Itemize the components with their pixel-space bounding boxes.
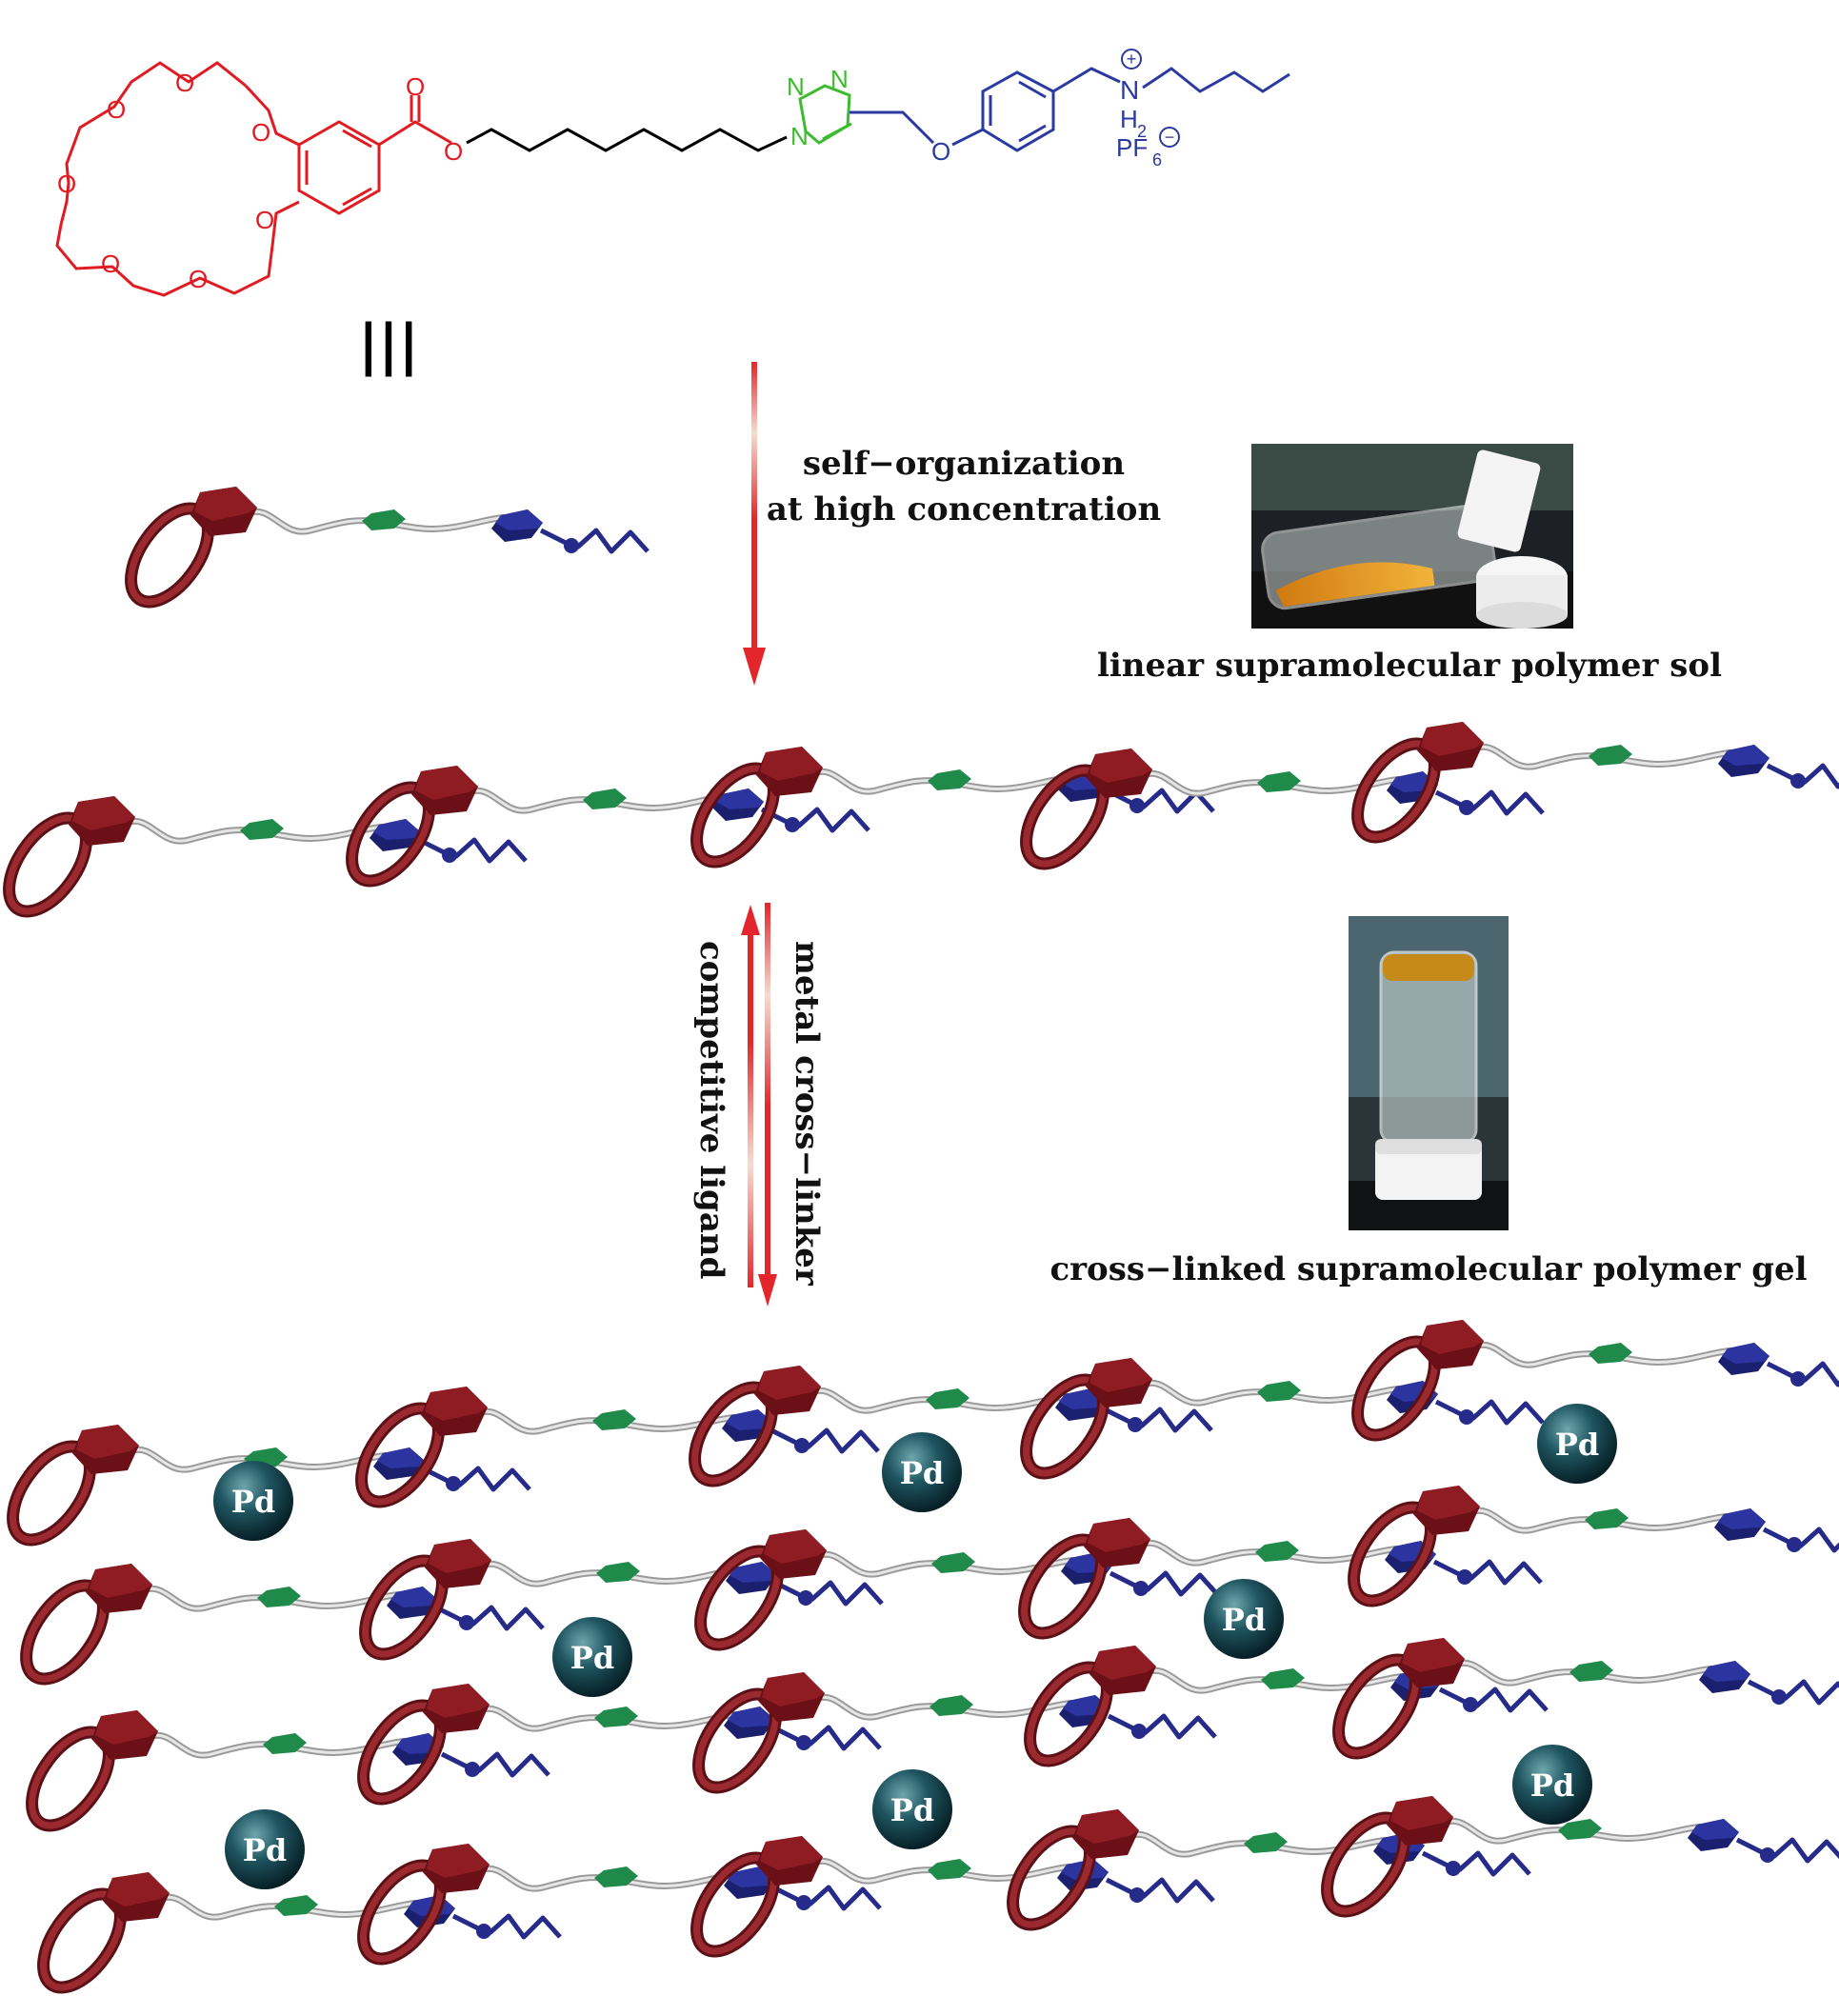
- svg-text:O: O: [406, 72, 425, 101]
- monomer-cartoon: [115, 487, 648, 615]
- gel-vial-photo: [1349, 916, 1509, 1230]
- svg-text:+: +: [1127, 50, 1137, 69]
- gel-caption: cross−linked supramolecular polymer gel: [1049, 1250, 1807, 1288]
- equilibrium-arrows: [741, 903, 777, 1307]
- svg-text:N: N: [1120, 75, 1139, 105]
- svg-text:Pd: Pd: [231, 1484, 275, 1520]
- svg-text:O: O: [189, 265, 208, 293]
- svg-text:Pd: Pd: [1555, 1427, 1599, 1463]
- svg-text:N: N: [790, 122, 809, 150]
- pd-cross-linker: Pd: [1537, 1404, 1617, 1484]
- pd-cross-linker: Pd: [552, 1617, 632, 1697]
- pd-cross-linker: Pd: [872, 1769, 952, 1849]
- svg-text:H: H: [1120, 105, 1138, 133]
- svg-text:Pd: Pd: [900, 1455, 944, 1491]
- svg-text:−: −: [1165, 128, 1175, 147]
- competitive-ligand-label: competitive ligand: [692, 941, 730, 1279]
- svg-text:O: O: [931, 137, 950, 166]
- ammonium-moiety: O N H 2 PF 6 + −: [850, 49, 1290, 170]
- pd-cross-linker: Pd: [1512, 1745, 1592, 1825]
- crown-ether-moiety: [55, 61, 452, 297]
- monomer-chemical-structure: O O O O O O O O O N N N: [55, 49, 1290, 297]
- svg-text:O: O: [57, 170, 76, 198]
- crown-ether-oxygens: O O O O O O O O O: [57, 69, 463, 293]
- pd-cross-linker: Pd: [213, 1461, 293, 1541]
- linear-supramolecular-polymer: [0, 722, 1839, 925]
- svg-text:Pd: Pd: [243, 1832, 287, 1868]
- svg-text:2: 2: [1137, 122, 1147, 141]
- svg-text:O: O: [255, 206, 274, 234]
- pd-cross-linker: Pd: [882, 1432, 962, 1512]
- metal-cross-linker-label: metal cross−linker: [788, 941, 826, 1287]
- self-organization-arrow: [743, 362, 766, 686]
- svg-text:O: O: [101, 250, 120, 278]
- high-concentration-label: at high concentration: [767, 490, 1161, 529]
- self-organization-label: self−organization: [803, 445, 1125, 483]
- svg-text:O: O: [175, 69, 194, 97]
- svg-text:O: O: [107, 95, 126, 124]
- minus-charge-icon: −: [1159, 127, 1180, 148]
- svg-text:N: N: [787, 72, 805, 101]
- svg-text:O: O: [444, 137, 463, 166]
- svg-text:Pd: Pd: [1530, 1767, 1574, 1804]
- triazole-moiety: N N N: [787, 65, 852, 150]
- sol-vial-photo: [1251, 444, 1573, 629]
- svg-text:Pd: Pd: [890, 1792, 934, 1828]
- sol-caption: linear supramolecular polymer sol: [1097, 647, 1722, 685]
- svg-text:N: N: [830, 65, 849, 93]
- svg-text:PF: PF: [1116, 133, 1148, 162]
- plus-charge-icon: +: [1121, 49, 1142, 70]
- svg-text:Pd: Pd: [570, 1640, 614, 1676]
- svg-text:O: O: [251, 118, 270, 147]
- svg-text:Pd: Pd: [1222, 1602, 1266, 1638]
- pd-cross-linker: Pd: [1204, 1579, 1284, 1659]
- alkyl-linker-chain: [466, 128, 788, 152]
- equivalence-symbol: |||: [358, 312, 419, 377]
- pd-cross-linker: Pd: [225, 1809, 305, 1889]
- svg-text:6: 6: [1152, 150, 1162, 170]
- cross-linked-network: Pd Pd Pd Pd Pd Pd Pd Pd: [0, 1320, 1839, 2001]
